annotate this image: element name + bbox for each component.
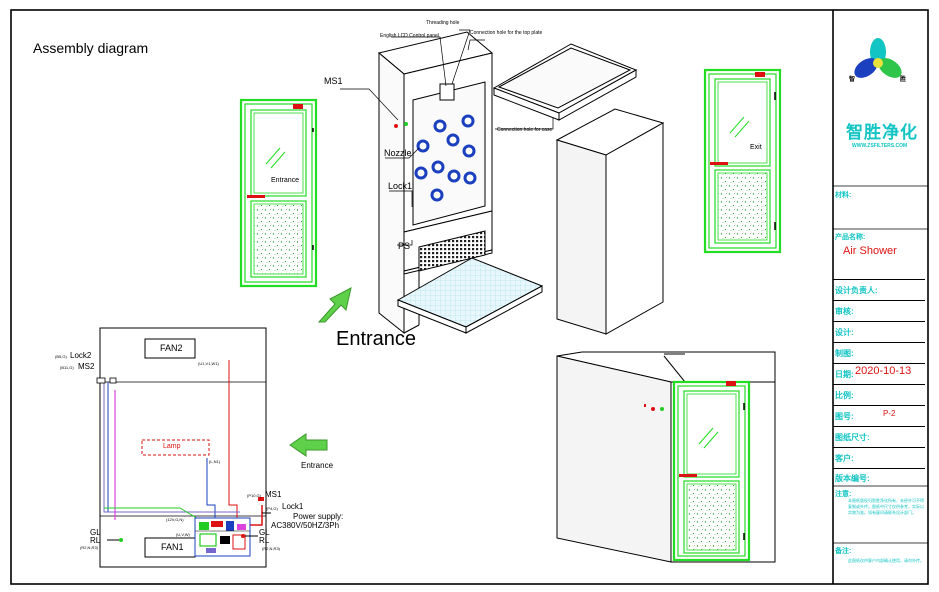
title-block-grid bbox=[833, 185, 928, 544]
page-title: Assembly diagram bbox=[33, 40, 149, 56]
review-label: 审核: bbox=[835, 307, 854, 316]
outer-case bbox=[555, 108, 665, 335]
nozzles bbox=[394, 114, 477, 202]
door-lock bbox=[293, 104, 303, 109]
entrance-arrow-small bbox=[289, 433, 328, 457]
glrl-left-code: (R2,N,R3) bbox=[80, 545, 99, 550]
drafting-label: 制图: bbox=[835, 349, 854, 358]
ms2-code: (B11,G) bbox=[60, 365, 74, 370]
door-handle bbox=[247, 195, 265, 198]
gl-right-label: GL bbox=[259, 528, 270, 537]
drawing-no-value: P-2 bbox=[883, 409, 896, 418]
power-line2: AC380V/50HZ/3Ph bbox=[271, 521, 340, 530]
entrance-large-label: Entrance bbox=[336, 328, 417, 350]
exit-door bbox=[703, 68, 782, 254]
ms1-sch-label: MS1 bbox=[265, 490, 282, 499]
logo-char-right: 胜 bbox=[900, 77, 907, 83]
top-plate bbox=[492, 43, 638, 121]
scale-row: 比例: bbox=[833, 384, 925, 405]
top-plate-hole-label: Connection hole for the top plate bbox=[470, 30, 543, 36]
version-label: 版本编号: bbox=[835, 474, 870, 483]
case-hole-label: Connection hole for case bbox=[497, 127, 553, 133]
size-row: 图纸尺寸: bbox=[833, 426, 925, 447]
designer-label: 设计负责人: bbox=[835, 286, 878, 295]
logo-char-left: 智 bbox=[849, 77, 856, 83]
wire-top-label: (U1,V1,W1) bbox=[198, 361, 219, 366]
control-board bbox=[194, 517, 251, 557]
lock1-label: Lock1 bbox=[388, 181, 413, 191]
ms1-label: MS1 bbox=[324, 76, 343, 86]
lcd-panel-label: English LCD Control panel bbox=[380, 33, 439, 39]
lock2-label: Lock2 bbox=[70, 351, 92, 360]
power-line1: Power supply: bbox=[293, 512, 344, 521]
company-logo bbox=[854, 38, 902, 78]
date-row: 日期:2020-10-13 bbox=[833, 363, 925, 384]
client-label: 客户: bbox=[835, 454, 854, 463]
fan2-label: FAN2 bbox=[160, 343, 183, 353]
rl-left-label: RL bbox=[90, 536, 101, 545]
date-label: 日期: bbox=[835, 370, 854, 379]
gl-left-label: GL bbox=[90, 528, 101, 537]
design-row: 设计: bbox=[833, 321, 925, 342]
remark-text: 此图纸仅供客户内部确认使用，请勿外传。 bbox=[848, 558, 924, 563]
notes-text: 本图纸版权归智胜净化所有，未经许可不得复制或外传。图纸中尺寸仅供参考，实际以实物… bbox=[848, 498, 924, 515]
entrance-door bbox=[239, 98, 318, 288]
drawing-no-label: 图号: bbox=[835, 412, 854, 421]
review-row: 审核: bbox=[833, 300, 925, 321]
schematic-entrance-label: Entrance bbox=[301, 461, 334, 470]
entrance-arrow-large bbox=[317, 287, 352, 323]
ms1-sch-code: (P10,G) bbox=[247, 493, 262, 498]
wire-mid-label: (L,N1) bbox=[209, 459, 221, 464]
material-label: 材料: bbox=[835, 192, 852, 199]
lock2-code: (B5,G) bbox=[55, 354, 67, 359]
remark-label: 备注: bbox=[835, 548, 852, 555]
wire-bot2-label: (U,V,W) bbox=[176, 532, 190, 537]
ps-label: PS bbox=[398, 241, 411, 251]
entrance-door-label: Entrance bbox=[271, 177, 300, 184]
product-value: Air Shower bbox=[843, 245, 897, 257]
lamp-box bbox=[141, 439, 210, 456]
wiring-schematic bbox=[96, 327, 271, 568]
glrl-right-code: (R2,N,R3) bbox=[262, 546, 281, 551]
rl-right-label: RL bbox=[259, 536, 270, 545]
ms2-label: MS2 bbox=[78, 362, 95, 371]
designer-row: 设计负责人: bbox=[833, 279, 925, 300]
lock1-sch-code: (P4,G) bbox=[266, 506, 278, 511]
lock1-sch-label: Lock1 bbox=[282, 502, 304, 511]
scale-label: 比例: bbox=[835, 391, 854, 400]
drafting-row: 制图: bbox=[833, 342, 925, 363]
version-row: 版本编号: bbox=[833, 468, 925, 487]
assembled-unit bbox=[556, 351, 776, 563]
product-label: 产品名称: bbox=[835, 234, 866, 241]
fan1-label: FAN1 bbox=[161, 542, 184, 552]
sheet-border bbox=[10, 9, 929, 585]
notes-label: 注意: bbox=[835, 491, 852, 498]
wire-bot-label: (12V,G,N) bbox=[166, 517, 184, 522]
exit-door-label: Exit bbox=[750, 144, 762, 151]
size-label: 图纸尺寸: bbox=[835, 433, 870, 442]
threading-hole-label: Threading hole bbox=[426, 20, 460, 26]
client-row: 客户: bbox=[833, 447, 925, 468]
date-value: 2020-10-13 bbox=[855, 365, 912, 377]
design-label: 设计: bbox=[835, 328, 854, 337]
assembled-door bbox=[672, 380, 751, 562]
company-name: 智胜净化 bbox=[846, 123, 918, 142]
lamp-label: Lamp bbox=[163, 443, 181, 450]
nozzle-label: Nozzle bbox=[384, 148, 412, 158]
fan2-box bbox=[144, 338, 196, 359]
callout-leaders bbox=[340, 29, 554, 246]
floor-plate bbox=[396, 257, 544, 334]
company-website: WWW.ZSFILTERS.COM bbox=[852, 143, 908, 149]
drawing-no-row: 图号: P-2 bbox=[833, 405, 925, 426]
